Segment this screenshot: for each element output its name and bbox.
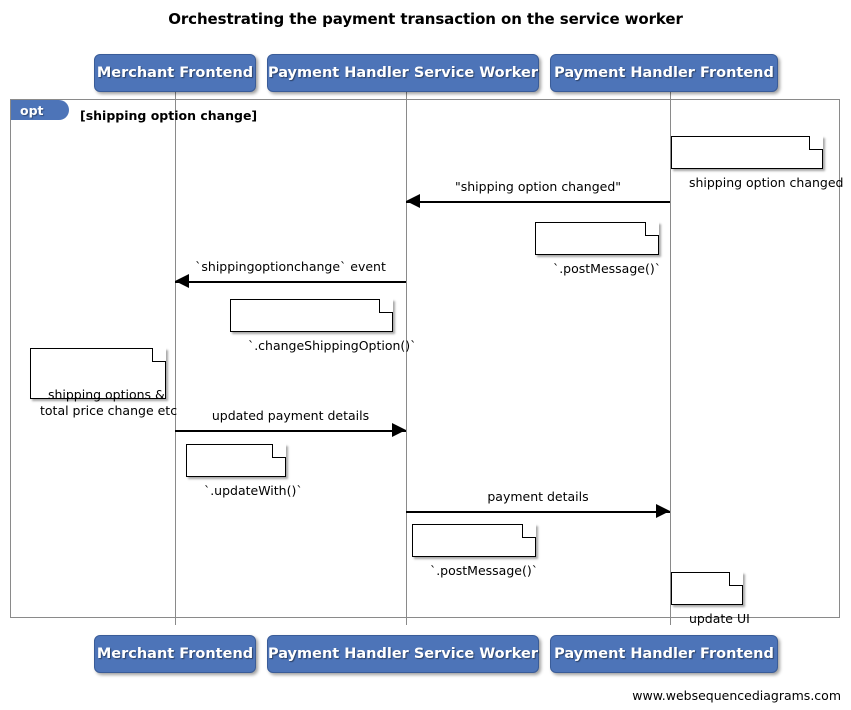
lifeline-payment-handler-service-worker (406, 92, 407, 625)
arrowhead-left-icon (175, 274, 189, 288)
message-line (406, 511, 670, 513)
arrowhead-right-icon (392, 423, 406, 437)
message-line (175, 281, 406, 283)
message-label: `shippingoptionchange` event (195, 259, 386, 274)
note-update-ui: update UI (671, 571, 750, 626)
note-fold-icon (809, 135, 823, 150)
note-text: update UI (688, 611, 750, 626)
note-fold-icon (272, 443, 286, 458)
participant-payment-handler-service-worker-top[interactable]: Payment Handler Service Worker (267, 54, 539, 92)
note-shipping-option-changed: shipping option changed (671, 135, 843, 190)
opt-fragment-frame (10, 99, 840, 618)
participant-payment-handler-frontend-top[interactable]: Payment Handler Frontend (550, 54, 778, 92)
opt-fragment-guard: [shipping option change] (80, 108, 258, 123)
message-label: payment details (487, 489, 589, 504)
message-label: "shipping option changed" (454, 179, 621, 194)
note-text: `.changeShippingOption()` (247, 338, 417, 353)
participant-payment-handler-frontend-bottom[interactable]: Payment Handler Frontend (550, 635, 778, 673)
note-text: shipping options & total price change et… (40, 387, 178, 418)
note-post-message-2: `.postMessage()` (412, 523, 538, 578)
opt-fragment-tab: opt (11, 100, 69, 120)
participant-payment-handler-service-worker-bottom[interactable]: Payment Handler Service Worker (267, 635, 539, 673)
page-title: Orchestrating the payment transaction on… (168, 10, 683, 28)
participant-merchant-frontend-top[interactable]: Merchant Frontend (94, 54, 256, 92)
arrowhead-left-icon (406, 194, 420, 208)
note-shipping-options-total-price: shipping options & total price change et… (30, 347, 177, 418)
footer-credit: www.websequencediagrams.com (632, 688, 841, 703)
note-update-with: `.updateWith()` (186, 443, 303, 498)
message-line (175, 430, 406, 432)
note-post-message-1: `.postMessage()` (535, 221, 661, 276)
participant-merchant-frontend-bottom[interactable]: Merchant Frontend (94, 635, 256, 673)
lifeline-merchant-frontend (175, 92, 176, 625)
message-shippingoptionchange-event[interactable]: `shippingoptionchange` event (175, 259, 406, 292)
note-text: `.postMessage()` (552, 261, 661, 276)
note-fold-icon (152, 347, 166, 362)
note-text: shipping option changed (688, 175, 844, 190)
note-fold-icon (729, 571, 743, 586)
note-text: `.postMessage()` (429, 563, 538, 578)
note-text: `.updateWith()` (203, 483, 303, 498)
note-fold-icon (379, 298, 393, 313)
note-fold-icon (645, 221, 659, 236)
message-payment-details[interactable]: payment details (406, 489, 670, 522)
note-change-shipping-option: `.changeShippingOption()` (230, 298, 416, 353)
note-fold-icon (522, 523, 536, 538)
message-line (406, 201, 670, 203)
arrowhead-right-icon (656, 504, 670, 518)
message-shipping-option-changed[interactable]: "shipping option changed" (406, 179, 670, 212)
message-updated-payment-details[interactable]: updated payment details (175, 408, 406, 441)
lifeline-payment-handler-frontend (670, 92, 671, 625)
message-label: updated payment details (211, 408, 370, 423)
